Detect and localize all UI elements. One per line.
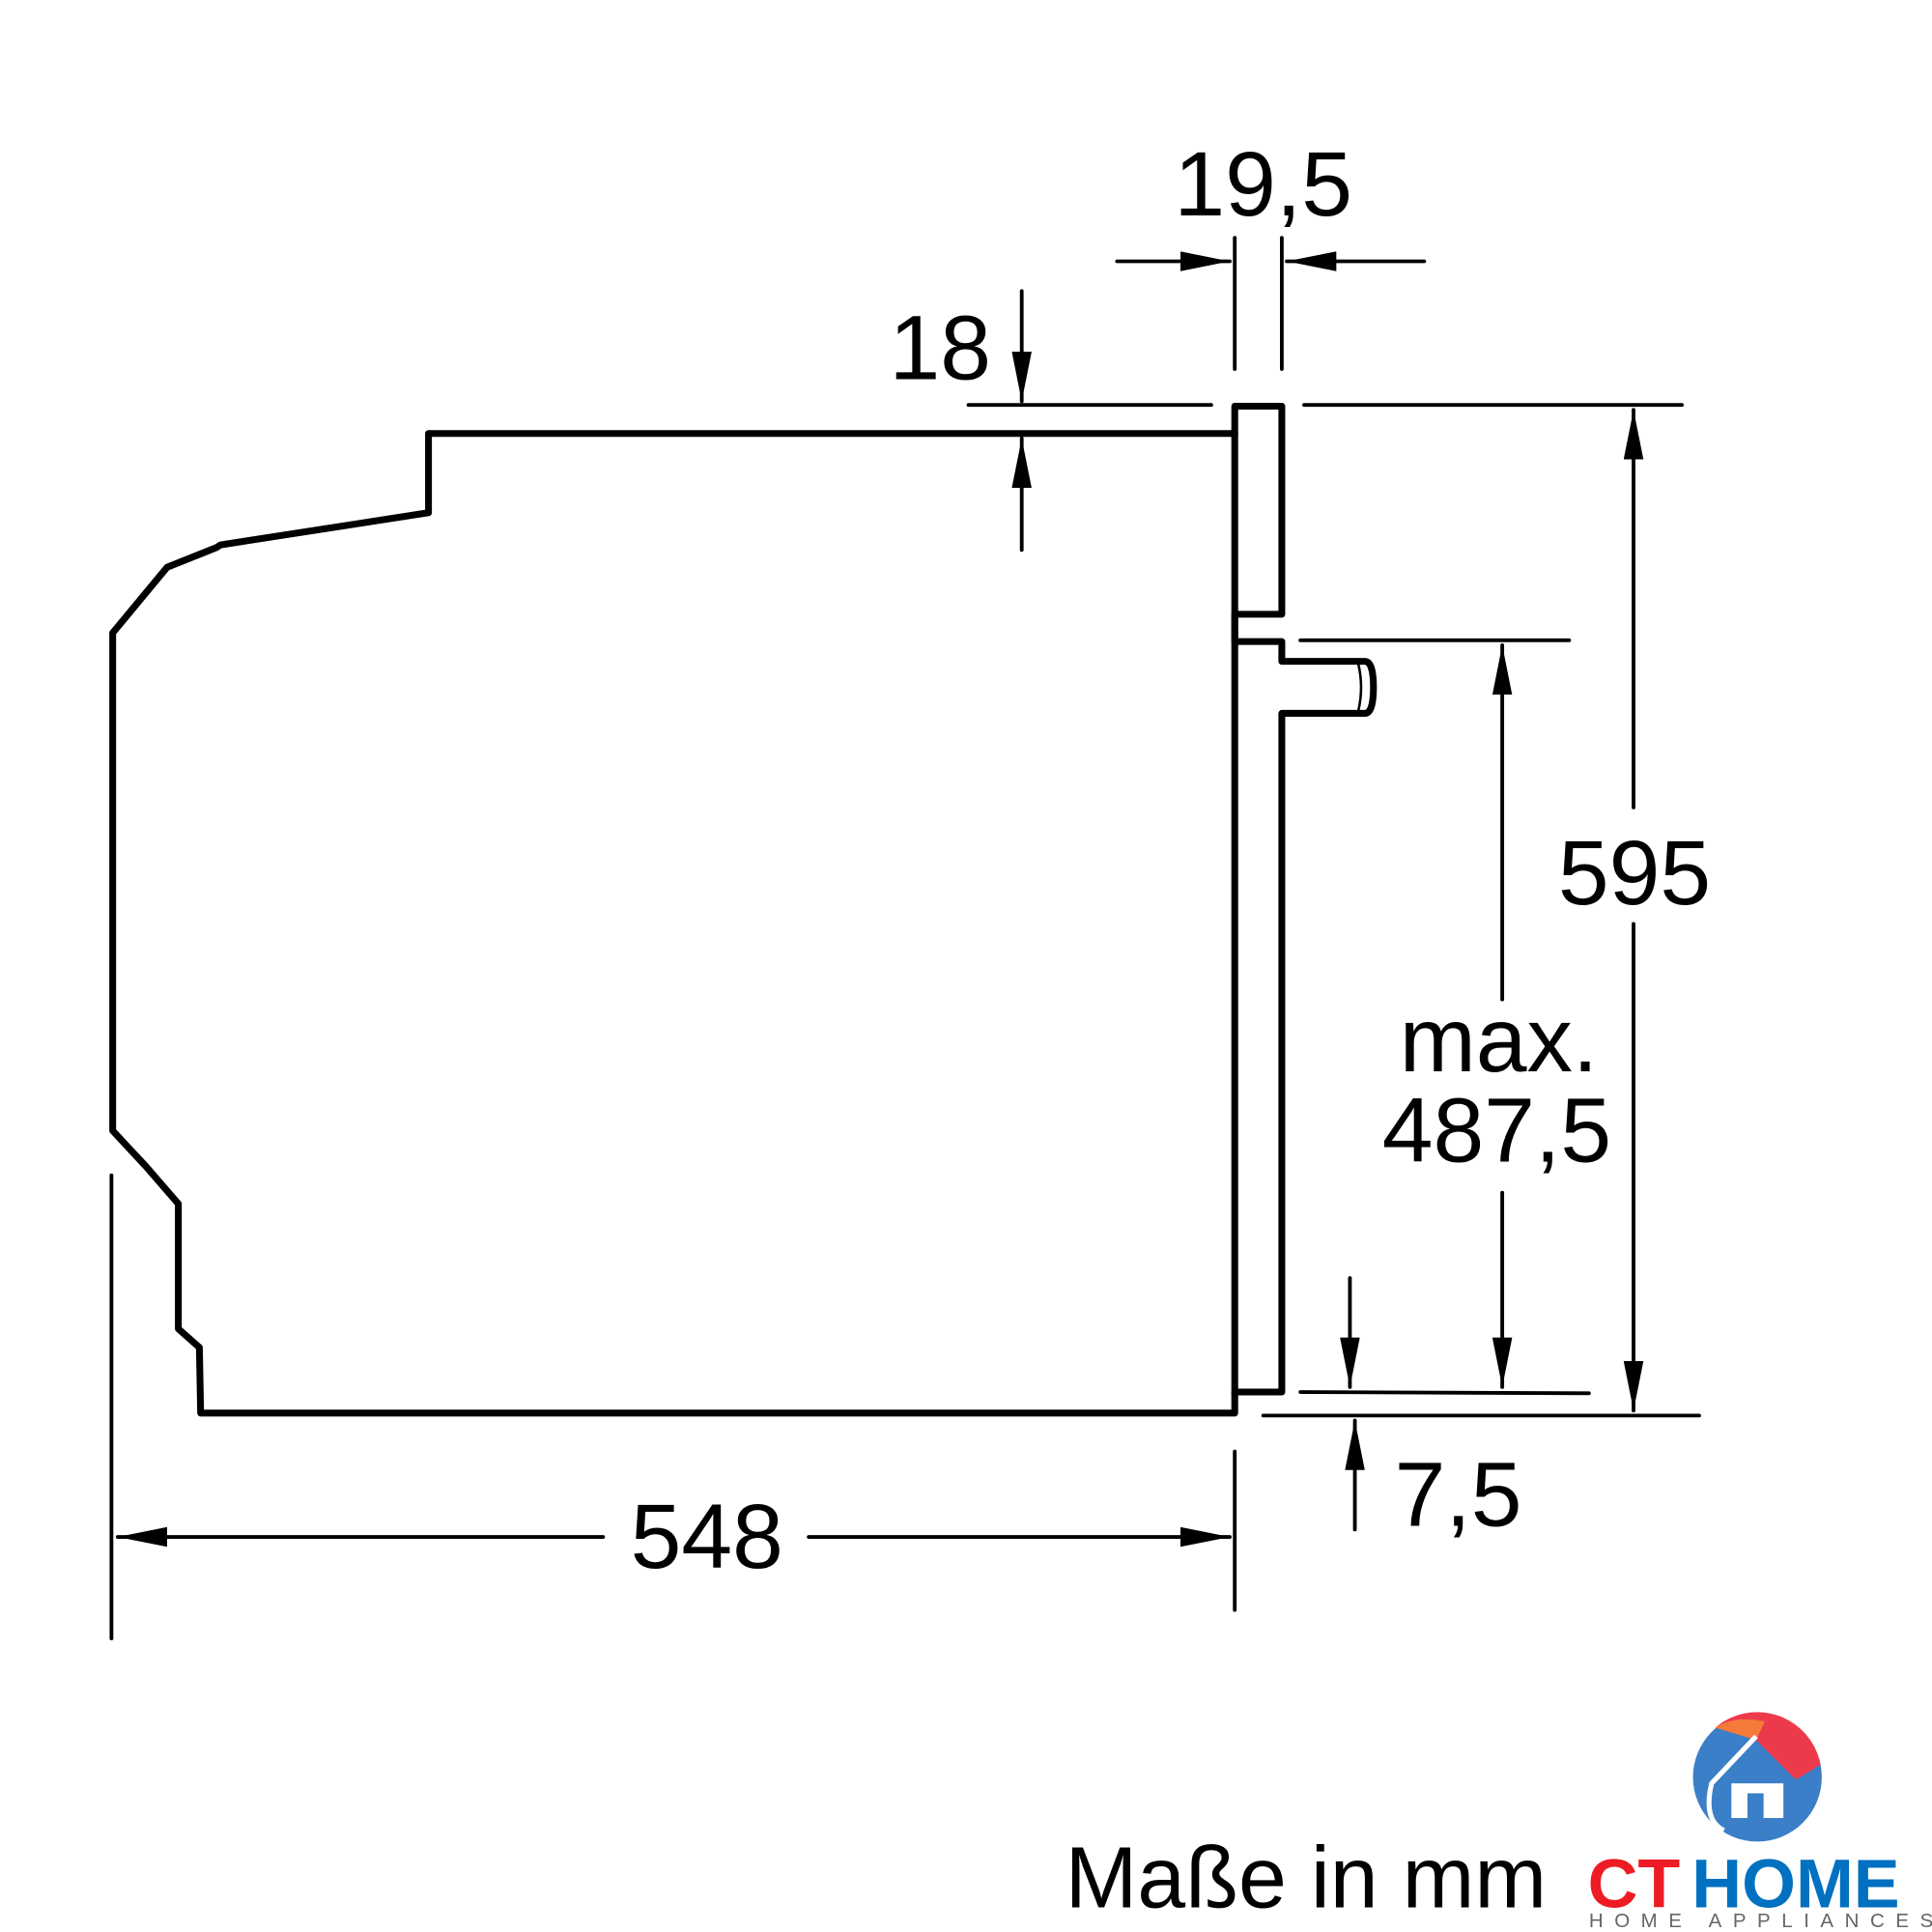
- dim-label-max: max.: [1400, 989, 1599, 1092]
- logo-brand-ct: CT: [1588, 1845, 1681, 1922]
- ct-home-logo: CT HOME HOME APPLIANCES: [1588, 1712, 1932, 1932]
- oven-door: [1231, 402, 1378, 1396]
- logo-brand-home: HOME: [1691, 1845, 1899, 1922]
- dim-label-487-5: 487,5: [1382, 1080, 1611, 1182]
- dim-label-595: 595: [1558, 822, 1711, 924]
- dim-label-19-5: 19,5: [1174, 133, 1352, 236]
- door-handle-detail: [1357, 664, 1363, 711]
- units-caption: Maße in mm: [1065, 1830, 1548, 1926]
- dim-label-548: 548: [631, 1486, 783, 1588]
- logo-tagline: HOME APPLIANCES: [1589, 1910, 1932, 1932]
- oven-body-outline: [109, 430, 1238, 1417]
- dim-label-7-5: 7,5: [1395, 1443, 1522, 1546]
- ext-line-487-5-bottom: [1298, 1390, 1591, 1396]
- dim-label-18: 18: [890, 297, 992, 399]
